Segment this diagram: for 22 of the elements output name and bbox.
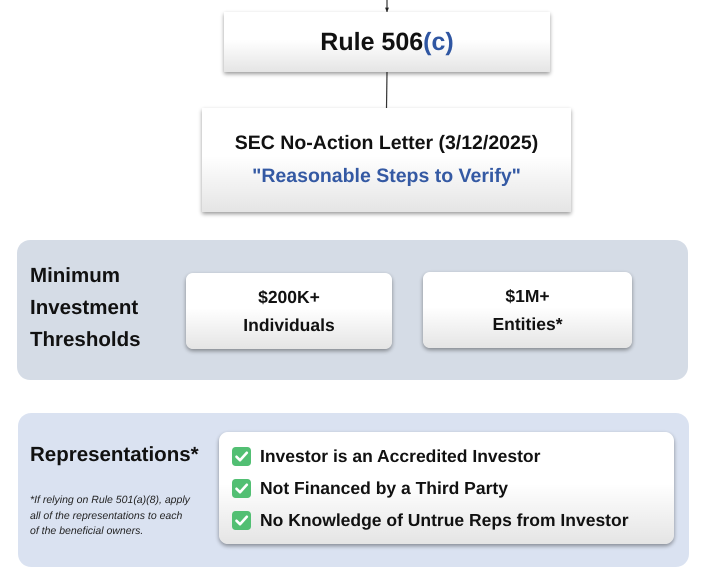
connector-line: [385, 0, 389, 12]
investor-type: Individuals: [243, 314, 335, 337]
letter-title: SEC No-Action Letter (3/12/2025): [234, 131, 538, 156]
threshold-amount: $1M+: [505, 285, 550, 308]
threshold-card: [423, 272, 632, 348]
panel-heading: Minimum Investment Thresholds: [30, 263, 142, 353]
connector-line: [386, 72, 388, 108]
footnote: *If relying on Rule 501(a)(8), apply all of the representations to each of the beneficial owners.: [30, 493, 192, 539]
rule-subsection: (c): [423, 28, 454, 56]
letter-quote: "Reasonable Steps to Verify": [252, 164, 521, 189]
checklist-item: Investor is an Accredited Investor: [260, 446, 540, 466]
panel-heading: Representations*: [30, 442, 200, 468]
threshold-card: [186, 273, 392, 349]
checklist-item: No Knowledge of Untrue Reps from Investor: [260, 510, 628, 530]
checklist-card: [219, 432, 674, 544]
threshold-panel: [17, 240, 688, 380]
representations-panel: [18, 413, 689, 567]
checklist-item: Not Financed by a Third Party: [260, 478, 508, 498]
threshold-amount: $200K+: [258, 286, 320, 309]
rule-heading: Rule 506: [320, 28, 424, 56]
investor-type: Entities*: [492, 313, 563, 336]
letter-box: [202, 108, 571, 212]
